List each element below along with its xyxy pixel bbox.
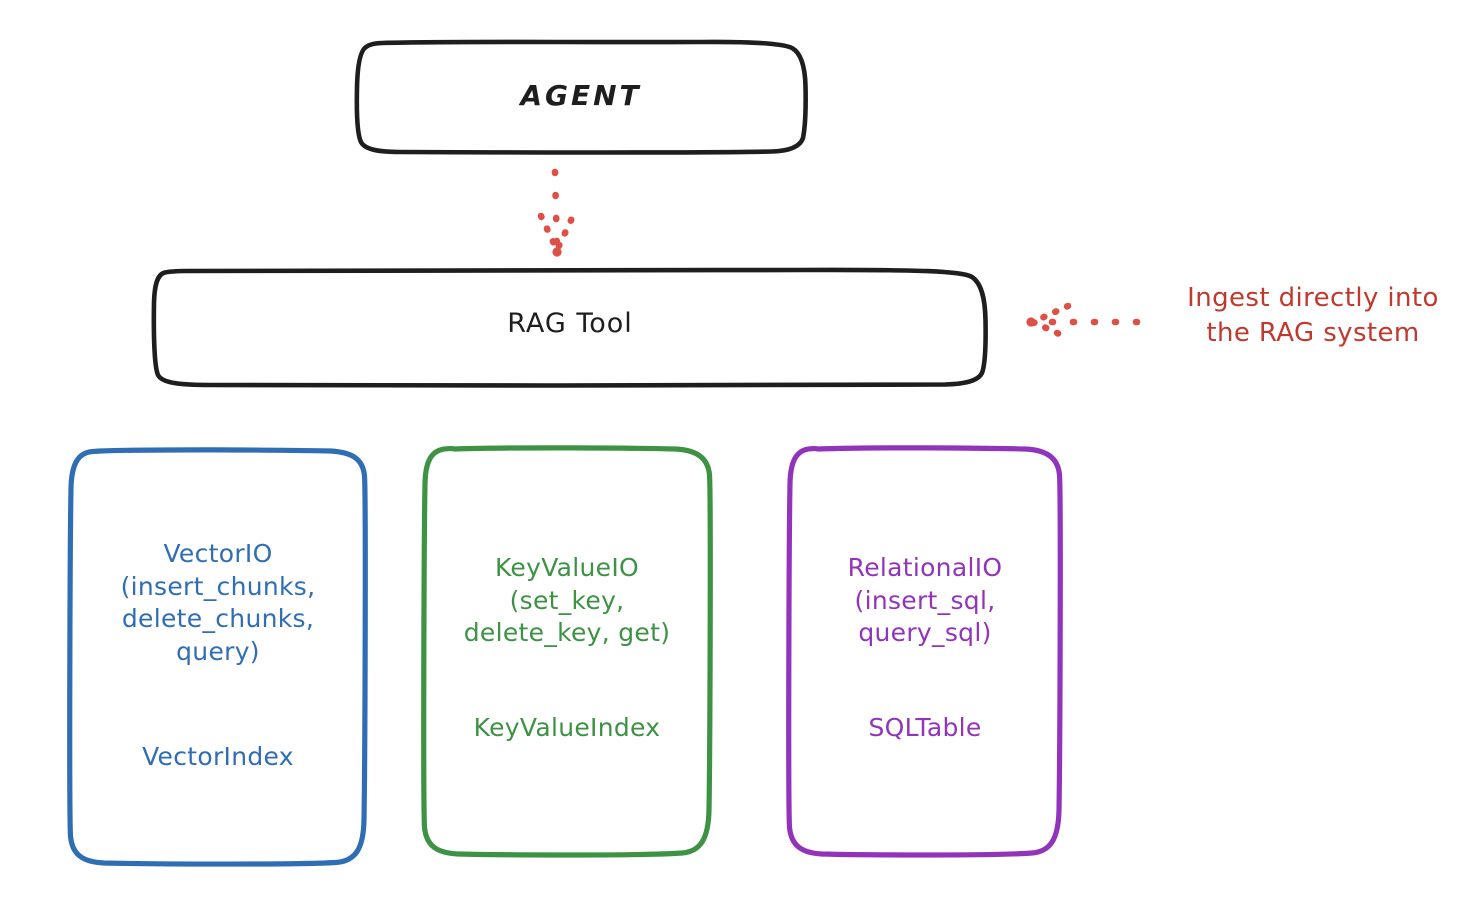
vector-io-node[interactable] [67, 447, 368, 867]
vector-io-box-outline [67, 447, 368, 867]
ingest-annotation-arrow [1025, 302, 1141, 342]
agent-to-rag-tool-dotted-line [551, 168, 561, 252]
relational-io-node[interactable] [786, 445, 1063, 858]
agent-to-rag-tool-arrow [537, 168, 577, 258]
ingest-arrow-tip-dot [1026, 317, 1036, 327]
relational-io-box-outline [786, 445, 1063, 858]
key-value-io-node[interactable] [421, 445, 713, 858]
agent-box-outline [354, 39, 808, 155]
agent-node[interactable] [354, 39, 808, 155]
key-value-io-box-outline [421, 445, 713, 858]
rag-tool-node[interactable] [151, 267, 988, 388]
rag-tool-box-outline [151, 267, 988, 388]
arrow-tip-dot [552, 247, 562, 257]
agent-to-rag-tool-arrowhead [537, 212, 577, 258]
ingest-annotation-text: Ingest directly into the RAG system [1187, 283, 1439, 349]
